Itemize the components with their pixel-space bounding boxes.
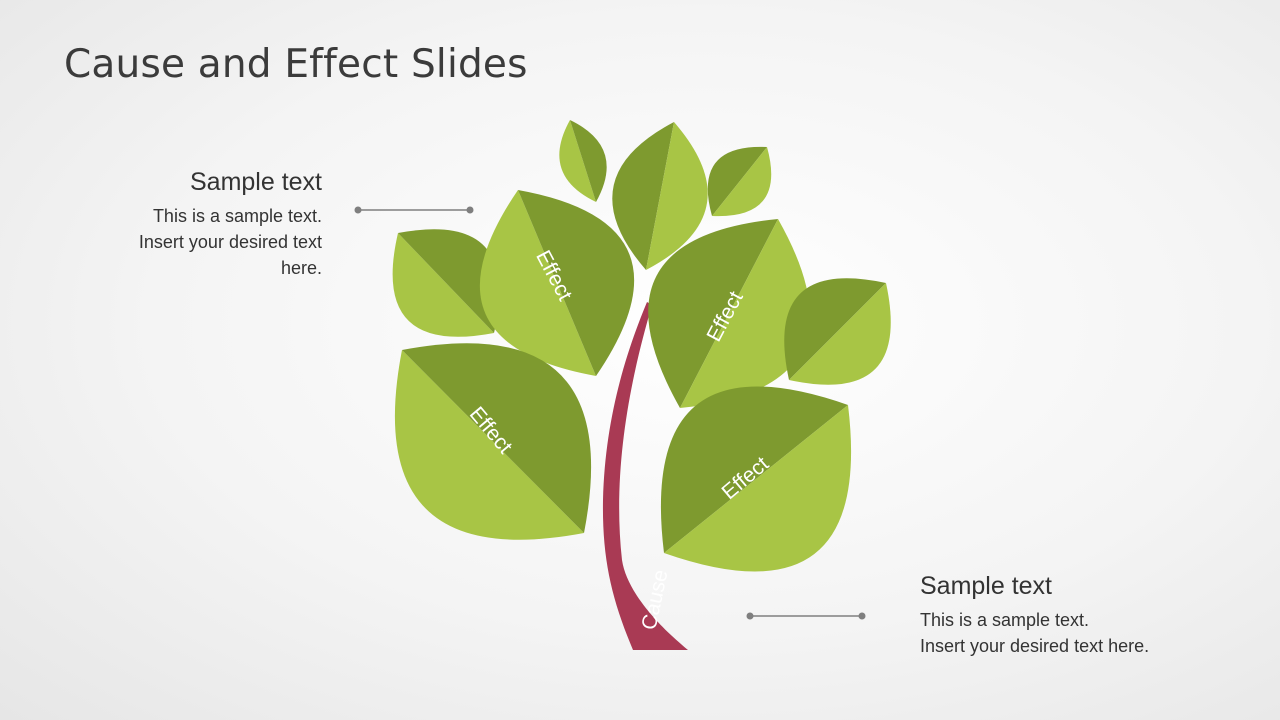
callout-right-heading: Sample text [920,572,1053,600]
leaf-half [402,343,592,533]
leaf-half [680,219,810,408]
callout-left-heading: Sample text [189,168,322,196]
callout-left-line: Insert your desired text [138,232,322,252]
leaf-half [394,350,584,540]
callout-left-body: This is a sample text. Insert your desir… [62,203,322,281]
leaf-half [707,146,767,216]
callout-left-line: here. [280,258,322,278]
leaf-shape [612,122,708,270]
leaf-half [570,120,607,202]
trunk-shape [602,302,688,650]
leaf-shape [707,146,772,217]
callout-right: Sample text This is a sample text. Inser… [920,572,1250,659]
leaf-half [789,283,891,385]
connector-left [354,206,474,214]
leaf-half [559,120,596,202]
leaf-shape [784,278,891,385]
leaf-half [660,386,848,553]
leaf-half [612,122,674,270]
callout-left: Sample text This is a sample text. Inser… [62,168,322,281]
trunk-label: Cause [638,568,673,632]
callout-right-body: This is a sample text. Insert your desir… [920,607,1250,659]
leaf-shape [559,120,607,202]
leaf-half [392,233,494,337]
leaf-half [479,190,596,376]
leaf-shape [648,219,810,408]
leaf-half [712,147,772,217]
leaf-half [518,190,635,376]
leaf-half [398,229,500,333]
leaf-half [664,405,852,572]
slide-title: Cause and Effect Slides [64,42,528,87]
leaf-half [648,219,778,408]
leaf-half [646,122,708,270]
connector-right [746,612,866,620]
callout-left-line: This is a sample text. [152,206,322,226]
leaf-half [784,278,886,380]
leaf-shape [392,229,500,337]
leaf-shape [660,386,852,572]
callout-right-line: Insert your desired text here. [920,636,1150,656]
leaf-shape [394,343,592,540]
callout-right-line: This is a sample text. [920,610,1090,630]
leaf-shape [479,190,635,376]
